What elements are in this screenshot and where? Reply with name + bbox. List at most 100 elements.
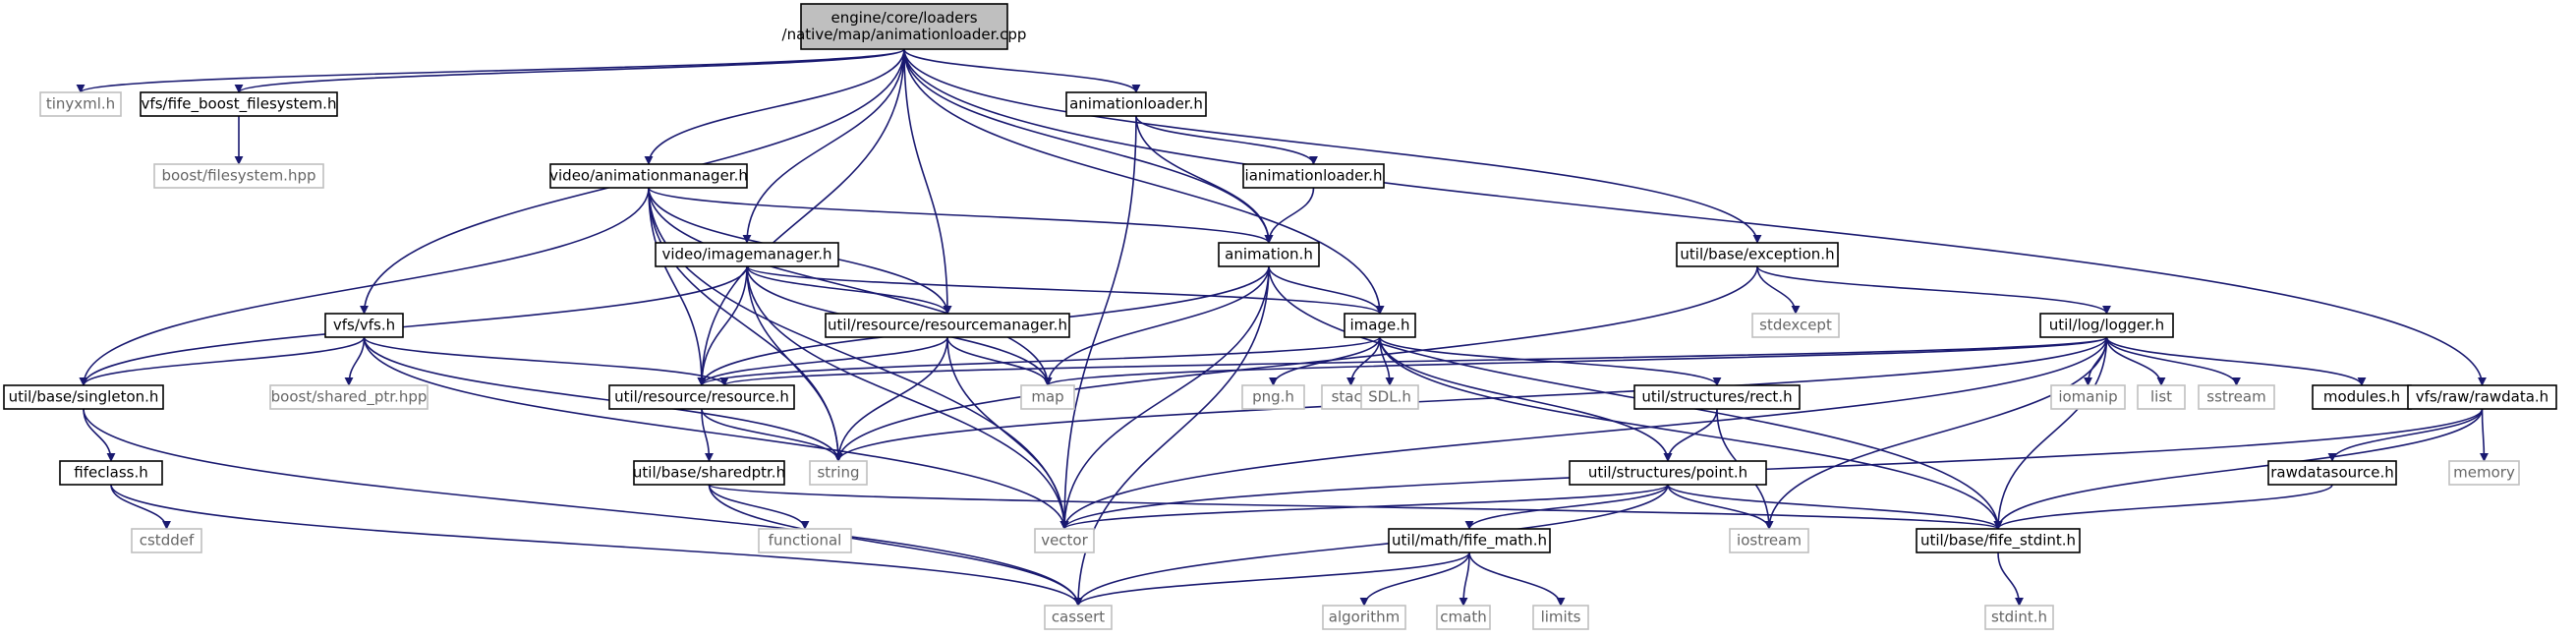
node-stdint-label: stdint.h xyxy=(1991,609,2047,626)
node-fifeclass[interactable]: fifeclass.h xyxy=(59,460,163,486)
node-limits-box xyxy=(1532,605,1589,630)
node-resourcemanager[interactable]: util/resource/resourcemanager.h xyxy=(825,313,1070,338)
node-singleton[interactable]: util/base/singleton.h xyxy=(3,384,164,410)
node-root-label: /native/map/animationloader.cpp xyxy=(782,26,1027,43)
node-boost_fs-label: boost/filesystem.hpp xyxy=(161,167,315,185)
node-fife_boost_fs[interactable]: vfs/fife_boost_filesystem.h xyxy=(140,91,338,117)
edge-imagemanager-to-singleton xyxy=(79,265,748,386)
node-string: string xyxy=(809,460,868,486)
node-point[interactable]: util/structures/point.h xyxy=(1569,460,1767,486)
edge-imagemanager-to-resource xyxy=(697,265,748,386)
node-root-box xyxy=(800,3,1008,50)
edge-fife_math-to-cassert xyxy=(1073,551,1470,607)
node-ianimationloader[interactable]: ianimationloader.h xyxy=(1242,163,1385,189)
edge-image-to-rect xyxy=(1379,336,1722,386)
node-image[interactable]: image.h xyxy=(1344,313,1416,338)
edge-rawdatasource-to-fife_stdint xyxy=(1993,484,2333,530)
node-cmath-label: cmath xyxy=(1440,609,1486,626)
edge-layer xyxy=(76,48,2489,607)
edge-fifeclass-to-cstddef xyxy=(110,484,171,530)
edge-sharedptr-to-functional xyxy=(708,484,810,530)
node-cmath-box xyxy=(1436,605,1491,630)
edge-point-to-cassert xyxy=(1073,484,1669,607)
node-fife_math[interactable]: util/math/fife_math.h xyxy=(1388,528,1551,553)
edge-singleton-to-cassert xyxy=(83,408,1083,607)
node-memory: memory xyxy=(2448,460,2520,486)
edge-root-to-image xyxy=(903,48,1385,315)
node-tinyxml-label: tinyxml.h xyxy=(46,95,115,113)
node-functional: functional xyxy=(758,528,852,553)
node-logger[interactable]: util/log/logger.h xyxy=(2039,313,2174,338)
node-ianimationloader-label: ianimationloader.h xyxy=(1245,167,1383,185)
node-animationmanager[interactable]: video/animationmanager.h xyxy=(549,163,748,189)
node-fife_stdint[interactable]: util/base/fife_stdint.h xyxy=(1916,528,2081,553)
node-sharedptr[interactable]: util/base/sharedptr.h xyxy=(633,460,785,486)
edge-ianimationloader-to-animation xyxy=(1264,187,1315,244)
node-cmath: cmath xyxy=(1436,605,1491,630)
node-exception-label: util/base/exception.h xyxy=(1680,246,1834,263)
node-cstddef-label: cstddef xyxy=(140,532,195,550)
node-sstream-box xyxy=(2198,384,2275,410)
edge-logger-to-string xyxy=(833,336,2108,462)
edge-imagemanager-to-string xyxy=(746,265,843,462)
node-image-label: image.h xyxy=(1350,317,1410,334)
edge-vfs-to-vector xyxy=(363,336,1069,530)
edge-image-to-fife_stdint xyxy=(1379,336,2003,530)
node-iomanip-box xyxy=(2050,384,2126,410)
node-resource[interactable]: util/resource/resource.h xyxy=(608,384,795,410)
node-exception-box xyxy=(1676,242,1839,267)
edge-point-to-fife_stdint xyxy=(1667,484,2003,530)
edge-resourcemanager-to-map xyxy=(946,336,1053,386)
node-resourcemanager-label: util/resource/resourcemanager.h xyxy=(828,317,1067,334)
node-boost_fs-box xyxy=(153,163,324,189)
edge-point-to-iostream xyxy=(1667,484,1774,530)
node-animationloader_h[interactable]: animationloader.h xyxy=(1065,91,1207,117)
node-cassert: cassert xyxy=(1044,605,1113,630)
node-point-label: util/structures/point.h xyxy=(1588,464,1747,482)
node-tinyxml-box xyxy=(39,91,122,117)
edge-fife_math-to-cmath xyxy=(1459,551,1470,607)
edge-animationmanager-to-animation xyxy=(648,187,1274,244)
node-animation-box xyxy=(1218,242,1320,267)
node-sstream-label: sstream xyxy=(2206,388,2265,406)
edge-animationmanager-to-resource xyxy=(648,187,707,386)
node-string-box xyxy=(809,460,868,486)
node-iostream-box xyxy=(1729,528,1809,553)
node-fife_boost_fs-box xyxy=(140,91,338,117)
node-resourcemanager-box xyxy=(825,313,1070,338)
node-vfs[interactable]: vfs/vfs.h xyxy=(324,313,404,338)
edge-fife_stdint-to-stdint xyxy=(1997,551,2024,607)
edge-root-to-resource xyxy=(697,48,905,386)
edge-exception-to-logger xyxy=(1756,265,2111,315)
node-png-label: png.h xyxy=(1252,388,1294,406)
node-animationmanager-box xyxy=(549,163,748,189)
node-list: list xyxy=(2137,384,2186,410)
edge-animation-to-map xyxy=(1043,265,1270,386)
node-cstddef: cstddef xyxy=(131,528,202,553)
node-rawdata[interactable]: vfs/raw/rawdata.h xyxy=(2407,384,2557,410)
edge-root-to-resourcemanager xyxy=(903,48,952,315)
node-animation[interactable]: animation.h xyxy=(1218,242,1320,267)
node-boost_fs: boost/filesystem.hpp xyxy=(153,163,324,189)
node-map-box xyxy=(1020,384,1075,410)
node-vfs-label: vfs/vfs.h xyxy=(333,317,395,334)
node-rawdatasource[interactable]: rawdatasource.h xyxy=(2267,460,2397,486)
node-root[interactable]: engine/core/loaders/native/map/animation… xyxy=(782,3,1027,50)
node-modules-box xyxy=(2312,384,2412,410)
edge-image-to-stack xyxy=(1346,336,1381,386)
edge-imagemanager-to-image xyxy=(746,265,1385,315)
node-exception[interactable]: util/base/exception.h xyxy=(1676,242,1839,267)
node-iomanip: iomanip xyxy=(2050,384,2126,410)
edge-image-to-resource xyxy=(697,336,1381,386)
node-boost_shared-box xyxy=(269,384,429,410)
node-cstddef-box xyxy=(131,528,202,553)
edge-animation-to-fife_stdint xyxy=(1268,265,2003,530)
node-modules[interactable]: modules.h xyxy=(2312,384,2412,410)
edge-imagemanager-to-resourcemanager xyxy=(746,265,952,315)
node-rect[interactable]: util/structures/rect.h xyxy=(1633,384,1801,410)
node-imagemanager[interactable]: video/imagemanager.h xyxy=(655,242,839,267)
edge-vfs-to-singleton xyxy=(79,336,366,386)
node-functional-label: functional xyxy=(769,532,842,550)
edge-logger-to-fife_stdint xyxy=(1993,336,2108,530)
